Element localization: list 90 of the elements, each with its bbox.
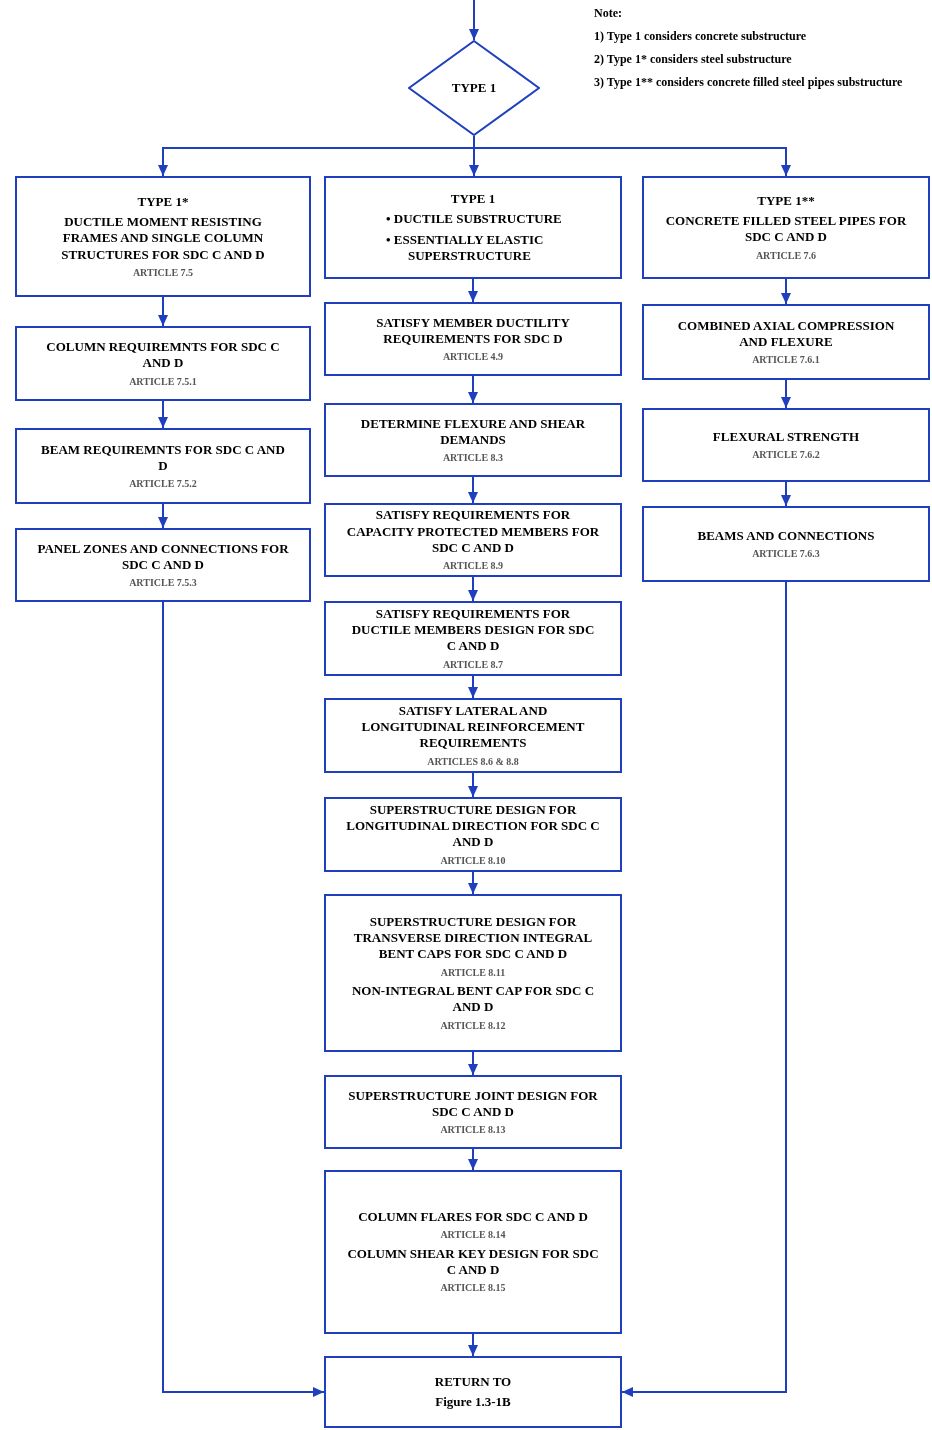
step-text: PANEL ZONES AND CONNECTIONS FOR SDC C AND D <box>37 540 289 573</box>
article-reference: ARTICLE 8.7 <box>442 658 504 672</box>
process-box <box>15 176 311 297</box>
step-text: SUPERSTRUCTURE DESIGN FOR LONGITUDINAL DIRECTION FOR SDC C AND D <box>346 801 600 851</box>
arrow <box>468 375 478 404</box>
bullet-item: • ESSENTIALLY ELASTIC SUPERSTRUCTURE <box>386 231 545 264</box>
process-box <box>324 1075 622 1149</box>
arrow <box>158 296 168 327</box>
step-text: COLUMN SHEAR KEY DESIGN FOR SDC C AND D <box>346 1245 600 1279</box>
article-reference: ARTICLE 8.11 <box>440 966 506 980</box>
arrow <box>468 1051 478 1076</box>
article-reference: ARTICLE 7.6.2 <box>752 448 820 462</box>
box-heading: TYPE 1* <box>137 193 189 210</box>
diamond-label: TYPE 1 <box>451 79 497 98</box>
arrow <box>621 581 787 1397</box>
process-box <box>15 528 311 602</box>
arrow <box>468 278 478 303</box>
article-reference: ARTICLE 8.13 <box>440 1124 506 1137</box>
article-reference: ARTICLE 7.6 <box>755 249 817 263</box>
arrow <box>469 0 479 41</box>
arrow <box>473 135 791 177</box>
step-text: RETURN TO <box>434 1373 512 1390</box>
step-text: NON-INTEGRAL BENT CAP FOR SDC C AND D <box>350 983 596 1016</box>
process-box <box>324 503 622 577</box>
arrow <box>468 1333 478 1357</box>
process-box <box>324 797 622 872</box>
process-box <box>15 326 311 401</box>
process-box <box>324 698 622 773</box>
article-reference: ARTICLE 8.10 <box>440 854 506 868</box>
article-reference: ARTICLE 7.5.3 <box>129 577 197 590</box>
process-box <box>642 304 930 380</box>
article-reference: ARTICLE 8.12 <box>440 1019 506 1033</box>
step-text: Figure 1.3-1B <box>435 1394 511 1411</box>
step-text: BEAM REQUIREMNTS FOR SDC C AND D <box>40 441 286 474</box>
arrow <box>781 481 791 507</box>
process-box <box>642 408 930 482</box>
arrow <box>468 1148 478 1171</box>
bullet-item: • DUCTILE SUBSTRUCTURE <box>386 211 563 228</box>
note-text: 2) Type 1* considers steel substructure <box>594 52 793 67</box>
article-reference: ARTICLE 7.5.2 <box>129 478 197 491</box>
step-text: SATISFY LATERAL AND LONGITUDINAL REINFORCEMENT REQUIREMENTS <box>360 702 586 752</box>
step-text: SATISFY REQUIREMENTS FOR CAPACITY PROTECTED MEMBERS FOR SDC C AND D <box>346 507 600 557</box>
process-box <box>324 302 622 376</box>
article-reference: ARTICLE 8.3 <box>442 452 504 465</box>
arrow <box>468 576 478 602</box>
process-box <box>324 1356 622 1428</box>
step-text: SUPERSTRUCTURE DESIGN FOR TRANSVERSE DIRECTION INTEGRAL BENT CAPS FOR SDC C AND D <box>352 913 594 963</box>
note-text: 3) Type 1** considers concrete filled steel pipes substructure <box>594 75 904 90</box>
decision-diamond <box>408 40 540 136</box>
process-box <box>642 176 930 279</box>
step-text: DETERMINE FLEXURE AND SHEAR DEMANDS <box>359 415 587 448</box>
step-text: DUCTILE MOMENT RESISTING FRAMES AND SINGLE COLUMN STRUCTURES FOR SDC C AND D <box>60 214 266 263</box>
article-reference: ARTICLE 8.14 <box>440 1229 506 1242</box>
arrow <box>781 379 791 409</box>
process-box <box>324 601 622 676</box>
process-box <box>324 403 622 477</box>
step-text: SUPERSTRUCTURE JOINT DESIGN FOR SDC C AND D <box>347 1087 599 1120</box>
article-reference: ARTICLE 8.15 <box>440 1282 506 1295</box>
step-text: BEAMS AND CONNECTIONS <box>697 527 875 544</box>
arrow <box>158 400 168 429</box>
note-text: 1) Type 1 considers concrete substructure <box>594 29 808 44</box>
process-box <box>324 1170 622 1334</box>
step-text: SATISFY REQUIREMENTS FOR DUCTILE MEMBERS DESIGN FOR SDC C AND D <box>350 605 596 655</box>
article-reference: ARTICLE 4.9 <box>442 351 504 364</box>
arrow <box>468 476 478 504</box>
article-reference: ARTICLE 7.5.1 <box>129 375 197 388</box>
step-text: CONCRETE FILLED STEEL PIPES FOR SDC C AND D <box>664 213 908 246</box>
arrow <box>158 503 168 529</box>
box-heading: TYPE 1 <box>450 191 496 208</box>
article-reference: ARTICLE 7.6.1 <box>752 354 820 367</box>
article-reference: ARTICLES 8.6 & 8.8 <box>427 755 519 769</box>
step-text: COLUMN FLARES FOR SDC C AND D <box>358 1209 588 1226</box>
step-text: FLEXURAL STRENGTH <box>712 428 860 445</box>
arrow <box>468 675 478 699</box>
step-text: COLUMN REQUIREMNTS FOR SDC C AND D <box>45 339 281 372</box>
step-text: SATISFY MEMBER DUCTILITY REQUIREMENTS FOR SDC D <box>375 314 571 347</box>
process-box <box>15 428 311 504</box>
article-reference: ARTICLE 7.5 <box>132 266 194 280</box>
process-box <box>324 894 622 1052</box>
arrow <box>781 278 791 305</box>
article-reference: ARTICLE 7.6.3 <box>752 547 820 561</box>
arrow <box>468 871 478 895</box>
step-text: COMBINED AXIAL COMPRESSION AND FLEXURE <box>676 317 896 350</box>
article-reference: ARTICLE 8.9 <box>442 560 504 573</box>
process-box <box>324 176 622 279</box>
arrow <box>468 772 478 798</box>
note-text: Note: <box>594 6 623 21</box>
box-heading: TYPE 1** <box>757 192 815 210</box>
process-box <box>642 506 930 582</box>
arrow <box>162 601 325 1397</box>
